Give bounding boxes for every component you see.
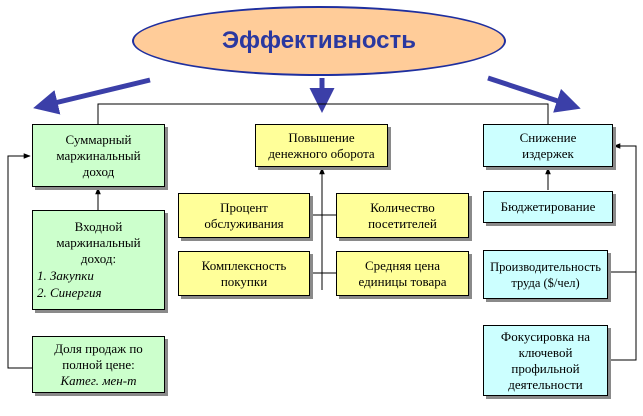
diagram-title: Эффективность: [221, 27, 417, 54]
visitors-label: Количество посетителей: [368, 199, 437, 231]
core-focus-box: Фокусировка на ключевой профильной деяте…: [483, 325, 608, 396]
cost-reduction-box: Снижение издержек: [483, 124, 613, 167]
budgeting-box: Бюджетирование: [483, 191, 613, 223]
service-percent-label: Процент обслуживания: [204, 199, 284, 231]
arrow-to-costs: [487, 75, 581, 113]
full-price-share-label: Доля продаж по полной цене:: [54, 340, 143, 372]
service-percent-box: Процент обслуживания: [178, 193, 310, 238]
list-item-purchases: 1. Закупки: [37, 268, 94, 283]
productivity-label: Производительность труда ($/чел): [490, 259, 601, 290]
visitors-box: Количество посетителей: [336, 193, 469, 238]
basket-complexity-label: Комплексность покупки: [201, 257, 287, 289]
efficiency-ellipse: Эффективность: [132, 6, 506, 76]
cost-reduction-label: Снижение издержек: [519, 129, 577, 161]
input-margin-heading: Входной маржинальный доход:: [56, 219, 141, 266]
marginal-income-box: Суммарный маржинальный доход: [32, 124, 165, 187]
turnover-box: Повышение денежного оборота: [255, 124, 388, 167]
basket-complexity-box: Комплексность покупки: [178, 251, 310, 296]
middle-tree-lines: [310, 167, 336, 290]
full-price-share-box: Доля продаж по полной цене: Катег. мен-т: [32, 336, 165, 393]
budgeting-label: Бюджетирование: [500, 199, 596, 214]
input-margin-box: Входной маржинальный доход: 1. Закупки 2…: [32, 210, 165, 310]
average-price-box: Средняя цена единицы товара: [336, 251, 469, 296]
right-feedback-line: [545, 143, 637, 361]
arrow-to-marginal: [33, 77, 151, 115]
input-margin-list: 1. Закупки 2. Синергия: [33, 267, 102, 301]
marginal-income-label: Суммарный маржинальный доход: [56, 131, 141, 179]
average-price-label: Средняя цена единицы товара: [358, 257, 447, 289]
top-branch-line: [97, 103, 549, 124]
category-management-label: Катег. мен-т: [60, 372, 137, 388]
list-item-synergy: 2. Синергия: [37, 285, 102, 300]
turnover-label: Повышение денежного оборота: [268, 129, 375, 161]
left-feedback-line: [7, 153, 101, 369]
core-focus-label: Фокусировка на ключевой профильной деяте…: [500, 328, 591, 392]
productivity-box: Производительность труда ($/чел): [483, 250, 608, 299]
